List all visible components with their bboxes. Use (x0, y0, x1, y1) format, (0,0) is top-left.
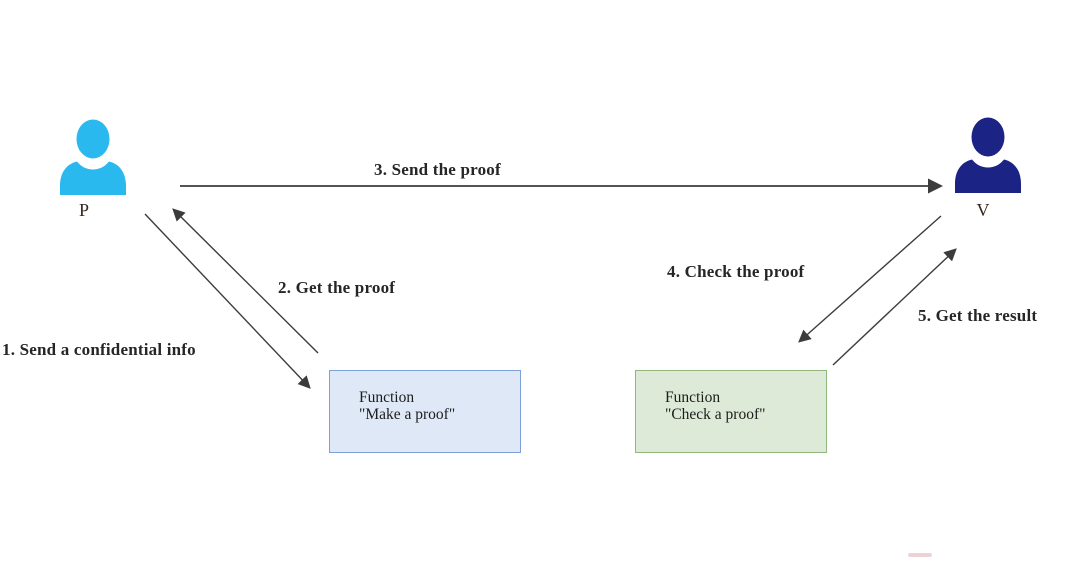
prover-label: P (78, 200, 89, 220)
step4-label: 4. Check the proof (667, 262, 805, 281)
arrow-step2-get-the-proof (172, 208, 319, 354)
check-proof-box-line1: Function (665, 389, 721, 406)
make-proof-box-line2: "Make a proof" (359, 406, 456, 423)
bottom-right-smudge (908, 553, 932, 557)
prover-person-icon (60, 119, 126, 195)
arrow-step4-check-the-proof (798, 215, 942, 343)
check-proof-box-line2: "Check a proof" (665, 406, 766, 423)
step1-label: 1. Send a confidential info (2, 340, 196, 359)
arrow-step5-get-the-result (832, 248, 957, 366)
make-proof-function-box: Function "Make a proof" (329, 370, 521, 453)
step2-label: 2. Get the proof (278, 278, 396, 297)
verifier-label: V (976, 200, 990, 220)
step3-label: 3. Send the proof (374, 160, 501, 179)
check-proof-function-box: Function "Check a proof" (635, 370, 827, 453)
step5-label: 5. Get the result (918, 306, 1038, 325)
make-proof-box-line1: Function (359, 389, 415, 406)
arrow-step1-send-confidential-info (144, 213, 311, 389)
verifier-person-icon (955, 117, 1021, 193)
